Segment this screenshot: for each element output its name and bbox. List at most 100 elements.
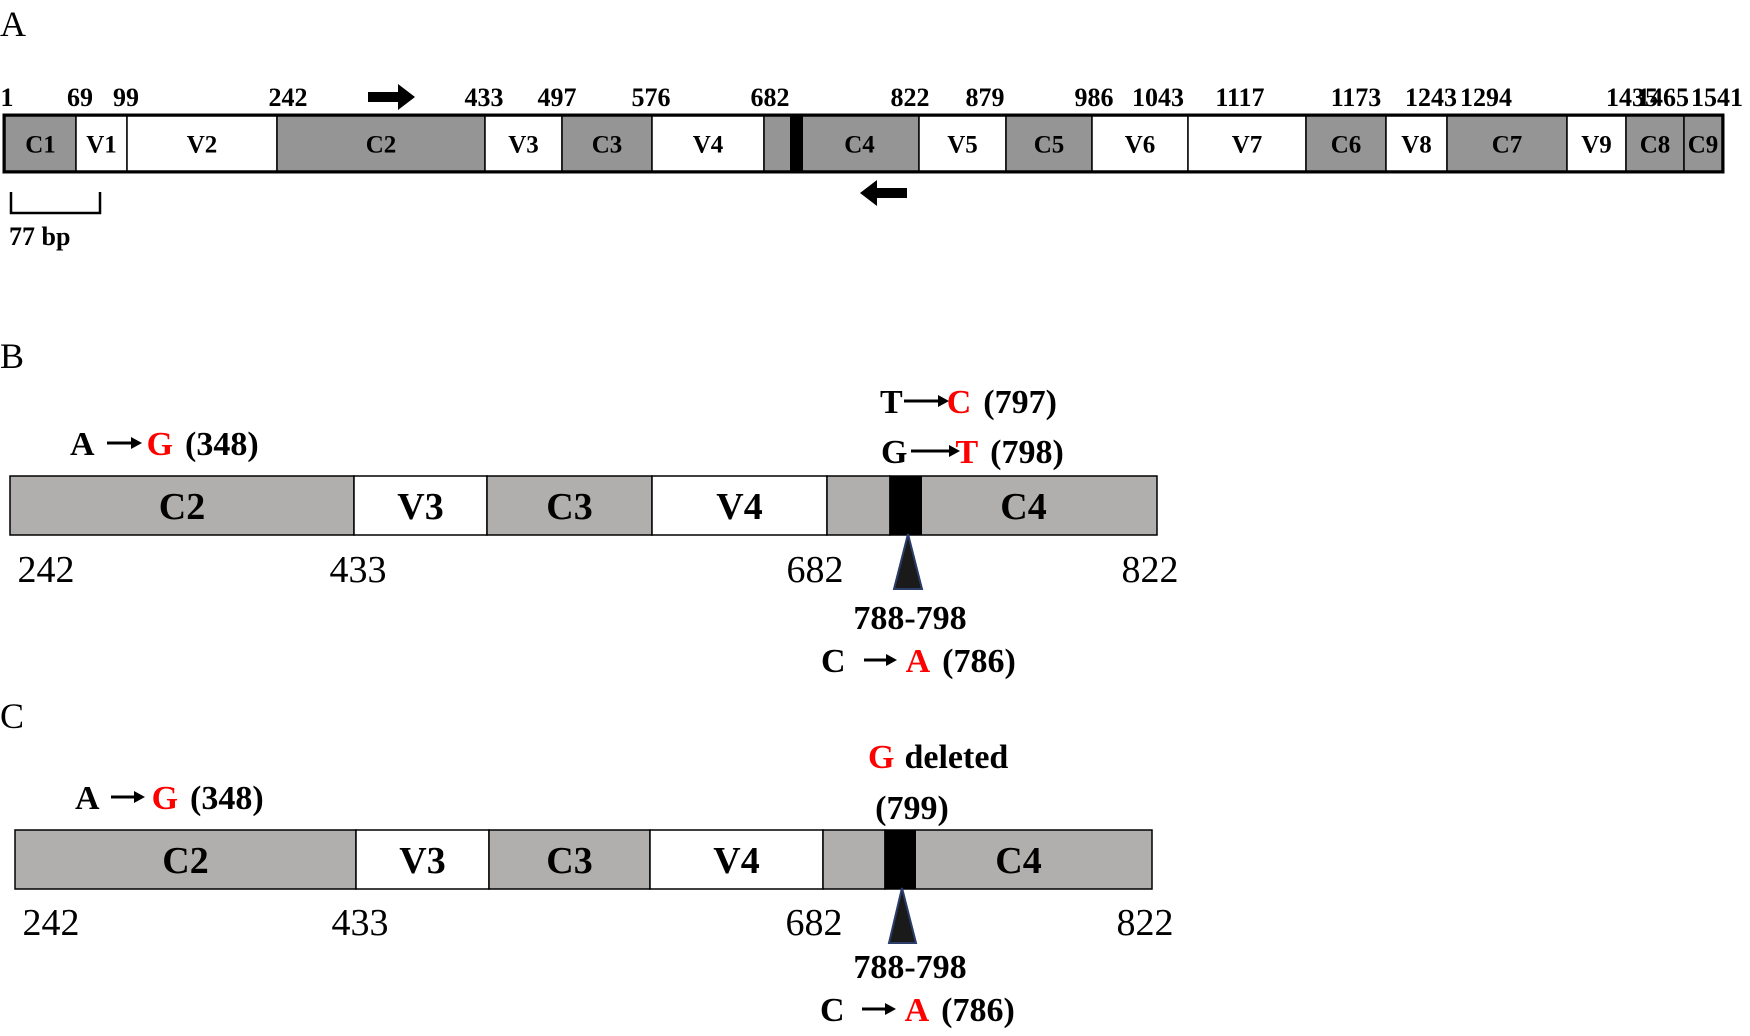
- panel-a-region-v9-16: [1566, 115, 1627, 172]
- panel-a-position-822: 822: [891, 83, 930, 112]
- scale-bar: [9, 192, 102, 215]
- panel-b-region-label-c2: C2: [159, 486, 205, 528]
- panel-b-region-label-v4: V4: [716, 486, 762, 528]
- panel-a-region-label-c4: C4: [844, 132, 875, 159]
- panel-a-position-1173: 1173: [1331, 83, 1382, 112]
- panel-a-region-label-v6: V6: [1125, 132, 1156, 159]
- panel-c-position-arrowhead: [887, 887, 918, 944]
- panel-b-position-682: 682: [787, 549, 844, 591]
- panel-a-marker-block: [790, 116, 803, 171]
- right-arrow-icon: [938, 395, 949, 407]
- panel-a-region-c3-5: [561, 115, 653, 172]
- panel-c-region-v3-1: [355, 829, 490, 890]
- panel-c-region-label-v3: V3: [399, 840, 445, 882]
- deletion-base: G: [868, 739, 894, 776]
- panel-a-bar-outline: [2, 113, 1725, 174]
- panel-b-letter: B: [0, 336, 24, 376]
- panel-b-position-arrowhead: [892, 533, 924, 590]
- panel-a-region-label-c9: C9: [1688, 132, 1719, 159]
- mutation-786-to: A: [905, 992, 930, 1029]
- panel-a-position-1117: 1117: [1215, 83, 1264, 112]
- panel-a-region-label-v4: V4: [693, 132, 724, 159]
- panel-a-position-1294: 1294: [1460, 83, 1512, 112]
- panel-a-position-682: 682: [751, 83, 790, 112]
- mutation-348-position: (348): [185, 426, 259, 463]
- panel-b-position-822: 822: [1122, 549, 1179, 591]
- panel-b-region-label-c3: C3: [546, 486, 592, 528]
- mutation-797-to: C: [947, 384, 972, 421]
- mutation-786-position: (786): [941, 992, 1015, 1029]
- panel-a-position-576: 576: [632, 83, 671, 112]
- panel-b-region-v3-1: [353, 475, 488, 536]
- panel-b-block-range: 788-798: [853, 600, 966, 637]
- right-arrow-icon: [885, 1003, 896, 1015]
- panel-b-region-spacer-4: [826, 475, 891, 536]
- panel-a-position-1: 1: [1, 83, 14, 112]
- panel-a-region-v5-9: [918, 115, 1007, 172]
- panel-a-region-label-v5: V5: [947, 132, 978, 159]
- mutation-348-from: A: [75, 780, 100, 817]
- panel-a-region-label-v7: V7: [1232, 132, 1263, 159]
- mutation-786-position: (786): [942, 643, 1016, 680]
- panel-c-letter: C: [0, 696, 24, 736]
- panel-a-region-label-v1: V1: [86, 132, 117, 159]
- mutation-348-to: G: [152, 780, 178, 817]
- panel-c-region-c3-2: [488, 829, 651, 890]
- panel-b-region-c4-5: [889, 475, 1158, 536]
- right-arrow-icon: [949, 445, 960, 457]
- panel-a-position-69: 69: [67, 83, 93, 112]
- mutation-786-to: A: [906, 643, 931, 680]
- panel-c-region-spacer-4: [822, 829, 886, 890]
- panel-c-position-242: 242: [23, 902, 80, 944]
- mutation-348-position: (348): [190, 780, 264, 817]
- mutation-798-to: T: [955, 434, 978, 471]
- panel-a-position-1435: 1435: [1606, 83, 1658, 112]
- right-arrow-icon: [131, 437, 142, 449]
- panel-a-letter: A: [0, 4, 26, 44]
- panel-b-region-label-c4: C4: [1000, 486, 1046, 528]
- panel-b-position-242: 242: [18, 549, 75, 591]
- panel-a-region-label-v2: V2: [187, 132, 218, 159]
- panel-c-region-v4-3: [649, 829, 824, 890]
- panel-a-position-1465: 1465: [1637, 83, 1689, 112]
- panel-c-region-label-c3: C3: [546, 840, 592, 882]
- panel-a-region-c7-15: [1446, 115, 1568, 172]
- panel-a-region-label-c6: C6: [1331, 132, 1362, 159]
- panel-b-region-v4-3: [651, 475, 828, 536]
- panel-a-position-879: 879: [966, 83, 1005, 112]
- panel-a-region-label-c5: C5: [1034, 132, 1065, 159]
- panel-a-region-label-c7: C7: [1492, 132, 1523, 159]
- mutation-797-position: (797): [983, 384, 1057, 421]
- panel-a-position-497: 497: [538, 83, 577, 112]
- panel-a-position-433: 433: [465, 83, 504, 112]
- panel-c-region-c2-0: [14, 829, 357, 890]
- scale-bar-label: 77 bp: [9, 222, 70, 251]
- panel-b-region-c3-2: [486, 475, 653, 536]
- panel-a-region-label-v9: V9: [1581, 132, 1612, 159]
- panel-c-block-range: 788-798: [853, 949, 966, 986]
- panel-a-region-v6-11: [1091, 115, 1189, 172]
- deletion-word: deleted: [904, 739, 1008, 776]
- panel-a-region-label-c8: C8: [1640, 132, 1671, 159]
- panel-a-position-1541: 1541: [1691, 83, 1743, 112]
- panel-a-position-986: 986: [1075, 83, 1114, 112]
- right-arrow-icon: [134, 791, 145, 803]
- mutation-786-from: C: [820, 992, 845, 1029]
- panel-a-region-label-c2: C2: [366, 132, 397, 159]
- panel-a-region-v1-1: [75, 115, 128, 172]
- panel-c-region-label-c4: C4: [995, 840, 1041, 882]
- panel-a-region-c8-17: [1625, 115, 1685, 172]
- panel-a-region-label-c3: C3: [592, 132, 623, 159]
